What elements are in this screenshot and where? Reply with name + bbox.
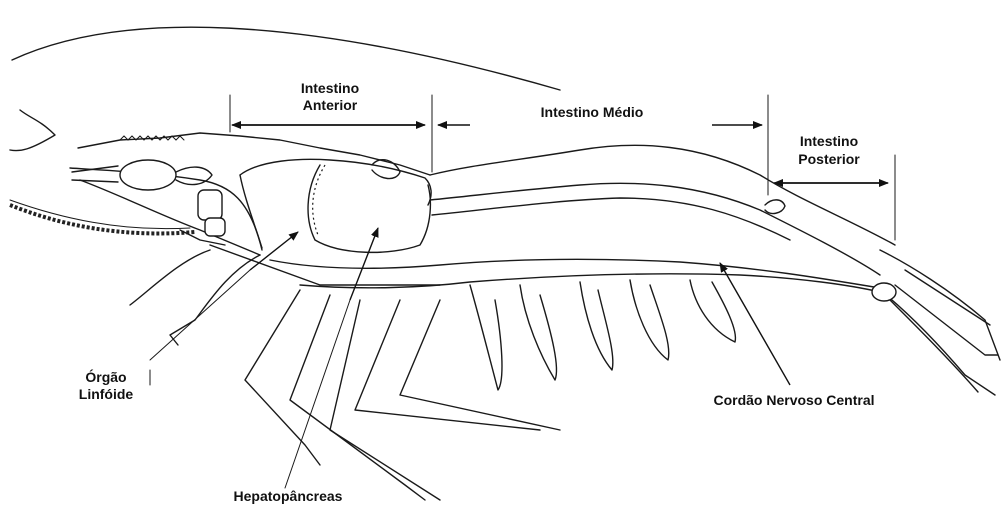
carapace bbox=[70, 133, 430, 255]
foregut bbox=[240, 159, 431, 248]
hindgut bbox=[765, 200, 785, 214]
label-cordao-nervoso-central: Cordão Nervoso Central bbox=[713, 392, 874, 408]
tail-fan bbox=[872, 250, 1000, 395]
walking-legs bbox=[130, 245, 560, 500]
pleopods bbox=[470, 280, 735, 390]
label-intestino-anterior-line1: Intestino bbox=[301, 80, 359, 96]
antennal-segments bbox=[180, 190, 225, 245]
label-orgao-linfoide-line1: Órgão bbox=[85, 368, 126, 385]
leader-lines bbox=[150, 228, 790, 488]
hepatopancreas-organ bbox=[308, 165, 430, 252]
label-intestino-posterior-line1: Intestino bbox=[800, 133, 858, 149]
label-intestino-medio: Intestino Médio bbox=[541, 104, 644, 120]
body-outline bbox=[270, 145, 895, 292]
label-intestino-posterior-line2: Posterior bbox=[798, 151, 860, 167]
antennae bbox=[10, 27, 560, 233]
label-intestino-anterior-line2: Anterior bbox=[303, 97, 358, 113]
label-orgao-linfoide-line2: Linfóide bbox=[79, 386, 134, 402]
label-hepatopancreas: Hepatopâncreas bbox=[234, 488, 343, 504]
